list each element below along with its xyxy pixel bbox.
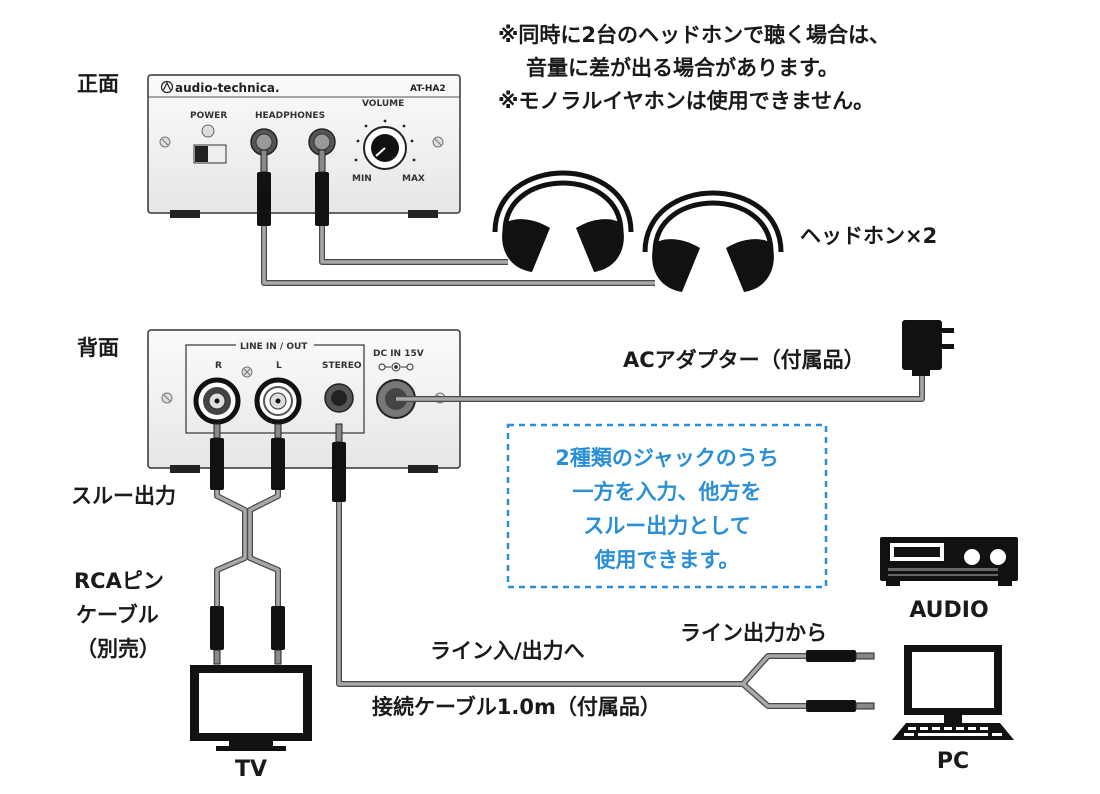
- audio-amplifier-icon: [880, 537, 1018, 586]
- rca-plug-r-top-icon: [210, 423, 224, 490]
- connection-cable: [336, 480, 812, 709]
- line-in-out-label: LINE IN / OUT: [240, 342, 308, 352]
- headphone-cables: [261, 222, 655, 286]
- rca-plug-l-top-icon: [271, 423, 285, 490]
- rca-jack-l[interactable]: [254, 377, 302, 425]
- caution-note-line3: ※モノラルイヤホンは使用できません。: [498, 89, 874, 113]
- jack-usage-note-line3: スルー出力として: [583, 514, 750, 538]
- rca-l-label: L: [276, 361, 282, 371]
- rca-plug-r-bottom-icon: [210, 606, 224, 665]
- tv-icon: [190, 665, 312, 751]
- dc-in-label: DC IN 15V: [373, 349, 424, 359]
- stereo-plug-audio-icon: [806, 650, 875, 662]
- rca-plug-l-bottom-icon: [271, 606, 285, 665]
- jack-usage-note-line4: 使用できます。: [594, 548, 740, 572]
- jack-usage-note-line2: 一方を入力、他方を: [573, 480, 762, 504]
- rca-r-label: R: [215, 361, 222, 371]
- headphones-label: ヘッドホン×2: [800, 224, 937, 248]
- caution-note-line1: ※同時に2台のヘッドホンで聴く場合は、: [498, 23, 890, 47]
- front-panel: audio-technica. AT-HA2 POWER HEADPHONES …: [147, 74, 461, 218]
- volume-knob[interactable]: [363, 126, 407, 170]
- stereo-plug-top-icon: [332, 423, 346, 502]
- front-screw-left-icon: [159, 136, 171, 148]
- headphone-plug-1-icon: [257, 149, 271, 226]
- stereo-jack[interactable]: [324, 383, 354, 413]
- jack-usage-note: 2種類のジャックのうち 一方を入力、他方を スルー出力として 使用できます。: [506, 423, 828, 589]
- tv-label: TV: [235, 757, 267, 782]
- through-out-label: スルー出力: [71, 484, 176, 508]
- power-led: [201, 124, 215, 138]
- line-out-from-label: ライン出力から: [680, 621, 827, 645]
- ac-adapter-label: ACアダプター（付属品）: [623, 348, 865, 372]
- rca-cable-label-line2: ケーブル: [76, 603, 159, 627]
- dc-polarity-icon: [378, 362, 414, 372]
- power-label: POWER: [190, 111, 227, 121]
- back-screw-left-icon: [161, 392, 173, 404]
- front-section-label: 正面: [77, 72, 119, 96]
- ac-adapter-cable: [396, 372, 925, 402]
- front-screw-right-icon: [432, 136, 444, 148]
- volume-min-label: MIN: [352, 174, 372, 184]
- stereo-plug-pc-icon: [806, 700, 875, 712]
- caution-note-line2: 音量に差が出る場合があります。: [526, 56, 839, 80]
- model-name: AT-HA2: [410, 84, 446, 94]
- pc-label: PC: [937, 749, 969, 774]
- power-switch[interactable]: [193, 144, 227, 164]
- headphones-1-icon: [492, 170, 634, 272]
- rca-cable-label-line1: RCAピン: [74, 569, 164, 593]
- connection-cable-label: 接続ケーブル1.0m（付属品）: [372, 695, 661, 719]
- ac-adapter-icon: [902, 320, 954, 376]
- volume-max-label: MAX: [402, 174, 425, 184]
- caution-notes: ※同時に2台のヘッドホンで聴く場合は、 音量に差が出る場合があります。 ※モノラ…: [498, 23, 890, 113]
- audio-label: AUDIO: [909, 598, 988, 623]
- rca-cable: [214, 488, 281, 610]
- rca-cable-label-line3: （別売）: [76, 637, 160, 661]
- line-io-label: ライン入/出力へ: [430, 639, 585, 663]
- stereo-label: STEREO: [322, 361, 362, 371]
- headphones-2-icon: [642, 190, 784, 292]
- brand-logo: audio-technica.: [175, 81, 280, 95]
- jack-usage-note-line1: 2種類のジャックのうち: [555, 446, 779, 470]
- rca-screw-icon: [241, 366, 253, 378]
- headphones-label: HEADPHONES: [255, 111, 325, 121]
- back-section-label: 背面: [77, 336, 119, 360]
- rca-jack-r[interactable]: [193, 377, 241, 425]
- headphone-plug-2-icon: [315, 149, 329, 226]
- pc-monitor-icon: [892, 645, 1014, 740]
- volume-label: VOLUME: [362, 99, 404, 109]
- audio-technica-logo-icon: [160, 80, 174, 94]
